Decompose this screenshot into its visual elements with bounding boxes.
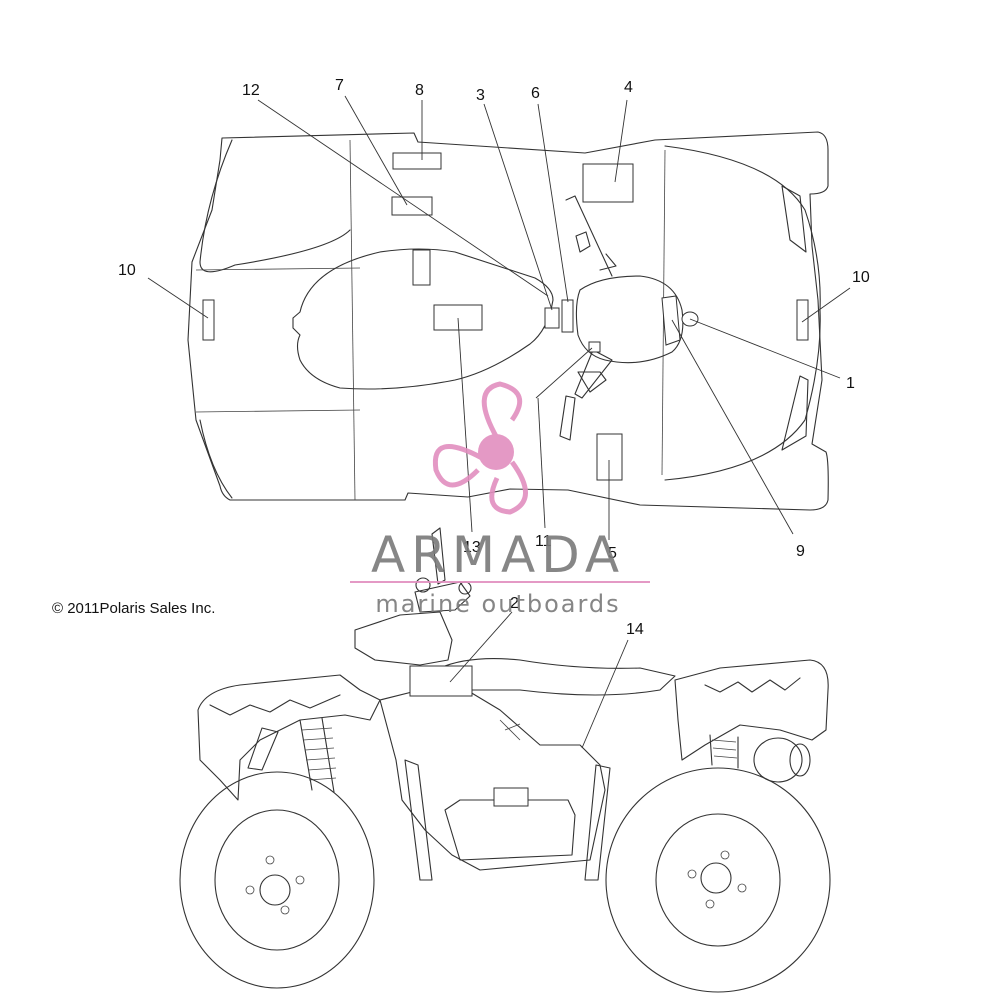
callout-2: 2	[510, 595, 519, 612]
decal-7	[391, 196, 433, 216]
decal-10-front	[796, 299, 809, 341]
decal-10-rear	[202, 299, 215, 341]
decal-14	[493, 787, 529, 807]
callout-11: 11	[535, 533, 552, 550]
callout-8: 8	[415, 82, 424, 99]
callout-14: 14	[626, 621, 644, 638]
callout-9: 9	[796, 543, 805, 560]
callout-4: 4	[624, 79, 633, 96]
watermark-brand: ARMADA	[371, 526, 625, 584]
decal-12	[412, 249, 431, 286]
watermark: ARMADA marine outboards	[350, 381, 650, 618]
leader-lines	[147, 95, 851, 749]
decal-3	[544, 307, 560, 329]
callout-1: 1	[846, 375, 855, 392]
callout-5: 5	[608, 545, 617, 562]
callout-13: 13	[463, 539, 481, 556]
propeller-logo-icon	[432, 381, 528, 515]
callout-10-front: 10	[852, 269, 870, 286]
decal-5	[596, 433, 623, 481]
atv-side-view	[179, 527, 831, 993]
decal-13	[433, 304, 483, 331]
callout-labels: 1 2 3 4 5 6 7 8 9 10 10 11 12 13 14	[118, 77, 870, 638]
decal-6	[561, 299, 574, 333]
decal-2	[409, 665, 473, 697]
callout-6: 6	[531, 85, 540, 102]
atv-top-view	[187, 131, 829, 511]
decal-8	[392, 152, 442, 170]
callout-7: 7	[335, 77, 344, 94]
callout-3: 3	[476, 87, 485, 104]
callout-10-rear: 10	[118, 262, 136, 279]
decal-4	[582, 163, 634, 203]
watermark-tagline: marine outboards	[375, 590, 620, 618]
callout-12: 12	[242, 82, 260, 99]
decal-9	[661, 295, 681, 346]
copyright-notice: © 2011Polaris Sales Inc.	[52, 600, 216, 617]
decal-11	[588, 341, 601, 353]
